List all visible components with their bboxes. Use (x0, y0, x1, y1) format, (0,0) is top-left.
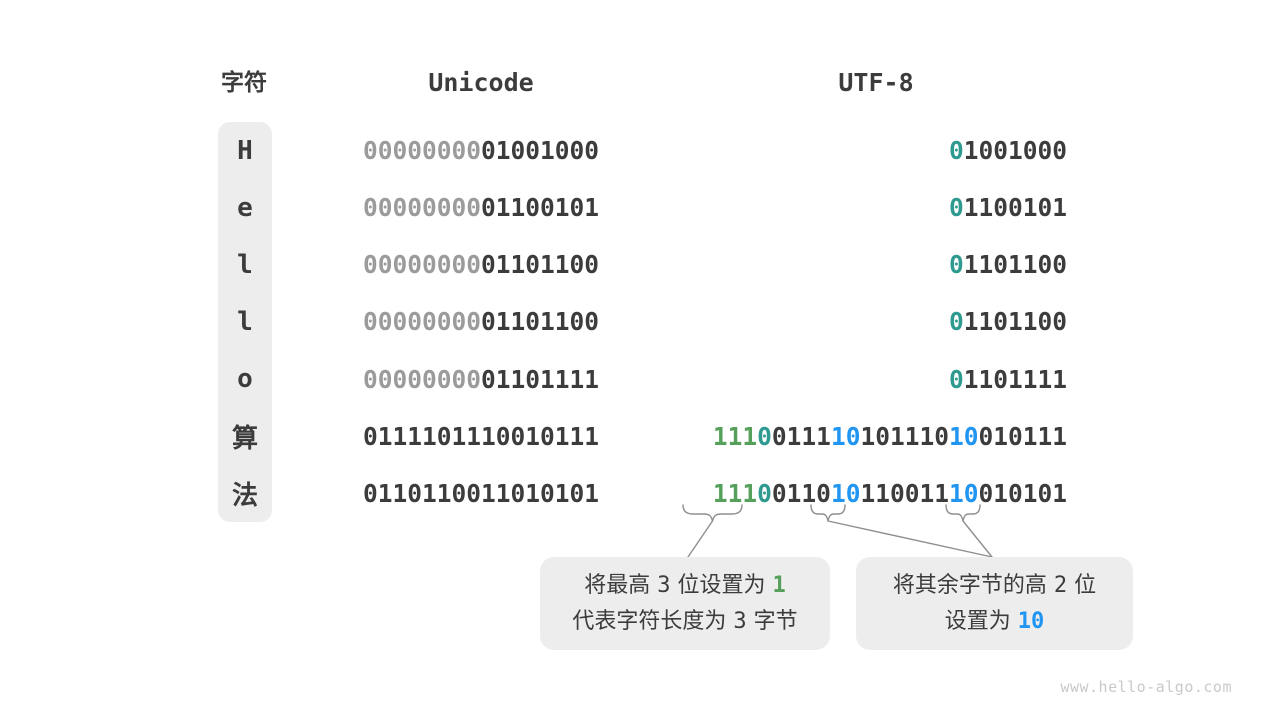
text-segment: 11010101 (481, 478, 600, 508)
text-segment: 1001000 (963, 136, 1067, 165)
text-segment: 10 (948, 478, 979, 508)
text-segment: 10 (1017, 609, 1045, 634)
callout-line: 将其余字节的高 2 位 (893, 571, 1096, 600)
char-cell: H (237, 135, 253, 166)
watermark: www.hello-algo.com (1060, 678, 1232, 696)
callout-continuation-bits: 将其余字节的高 2 位设置为 10 (856, 557, 1133, 650)
text-segment: 代表字符长度为 (572, 609, 734, 634)
text-segment: 0 (948, 307, 964, 337)
text-segment: 2 (1053, 573, 1068, 598)
unicode-bytes: 00000000 01001000 (300, 122, 662, 179)
text-segment: 1101100 (963, 307, 1067, 337)
callout-line: 代表字符长度为 3 字节 (572, 607, 797, 636)
text-segment: 01101111 (481, 364, 600, 394)
text-segment: 0 (757, 478, 772, 508)
column-header-utf8: UTF-8 (838, 68, 914, 97)
text-segment: 1 (772, 573, 786, 598)
text-segment: 101110 (860, 421, 949, 451)
text-segment: 01100101 (481, 193, 600, 223)
text-segment: 0 (948, 136, 964, 165)
text-segment: 01001000 (481, 136, 600, 165)
text-segment: 110011 (860, 478, 949, 508)
text-segment: 00000000 (362, 193, 481, 223)
char-column-panel (218, 122, 272, 522)
text-segment: 1100101 (963, 193, 1067, 223)
text-segment: 00000000 (362, 250, 481, 280)
unicode-bytes: 00000000 01101100 (300, 293, 662, 350)
text-segment: 01111011 (362, 421, 481, 451)
text-segment: 01101100 (362, 478, 481, 508)
text-segment: 00000000 (362, 364, 481, 394)
text-segment: 0 (948, 364, 964, 394)
text-segment: 10 (830, 478, 861, 508)
connector-line-callout-2a (827, 520, 993, 558)
connector-line-callout-1 (687, 520, 714, 558)
text-segment: 字节 (746, 609, 798, 634)
text-segment: 00000000 (362, 307, 481, 337)
text-segment: 位设置为 (670, 573, 773, 598)
char-cell: o (237, 364, 253, 395)
text-segment: 01101100 (481, 307, 600, 337)
unicode-bytes: 00000000 01101111 (300, 351, 662, 408)
callout-line: 将最高 3 位设置为 1 (584, 571, 786, 600)
text-segment: 3 (657, 573, 671, 598)
text-segment: 010111 (978, 421, 1067, 451)
unicode-bytes: 01111011 10010111 (300, 408, 662, 465)
text-segment: 10 (948, 421, 979, 451)
char-cell: 法 (231, 480, 258, 511)
text-segment: 111 (712, 421, 758, 451)
connector-line-callout-2b (962, 520, 993, 558)
text-segment: 位 (1067, 573, 1097, 598)
text-segment: 0 (948, 250, 964, 280)
text-segment: 0111 (771, 421, 831, 451)
callout-line: 设置为 10 (945, 607, 1045, 636)
text-segment: 0 (948, 193, 964, 223)
char-cell: e (237, 192, 253, 223)
text-segment: 10 (830, 421, 861, 451)
text-segment: 0 (757, 421, 772, 451)
text-segment: 00000000 (362, 136, 481, 165)
text-segment: 0110 (771, 478, 831, 508)
text-segment: 将其余字节的高 (892, 573, 1054, 598)
callout-leading-bits: 将最高 3 位设置为 1 代表字符长度为 3 字节 (540, 557, 830, 650)
text-segment: 010101 (978, 478, 1067, 508)
text-segment: 将最高 (584, 573, 658, 598)
char-cell: l (237, 249, 253, 280)
text-segment: 1101111 (963, 364, 1067, 394)
column-header-char: 字符 (221, 70, 267, 96)
char-cell: 算 (231, 423, 258, 454)
unicode-bytes: 00000000 01100101 (300, 179, 662, 236)
text-segment: 3 (733, 609, 747, 634)
text-segment: 设置为 (944, 609, 1018, 634)
text-segment: 01101100 (481, 250, 600, 280)
unicode-bytes: 00000000 01101100 (300, 236, 662, 293)
column-header-unicode: Unicode (428, 68, 534, 97)
char-cell: l (237, 306, 253, 337)
unicode-bytes: 01101100 11010101 (300, 465, 662, 522)
text-segment: 1101100 (963, 250, 1067, 280)
text-segment: 10010111 (481, 421, 600, 451)
text-segment: 111 (712, 478, 758, 508)
